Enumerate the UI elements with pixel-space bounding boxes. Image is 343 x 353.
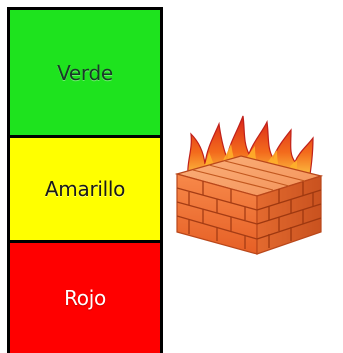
firewall-icon xyxy=(174,115,324,255)
front-mortar xyxy=(176,181,258,249)
level-yellow-label: Amarillo xyxy=(44,177,126,201)
level-yellow: Amarillo xyxy=(10,138,160,243)
side-mortar xyxy=(256,182,322,248)
level-red-label: Rojo xyxy=(64,286,106,310)
level-green: Verde xyxy=(10,10,160,138)
top-mortar xyxy=(192,160,306,191)
level-red: Rojo xyxy=(10,243,160,353)
alert-level-column: Verde Amarillo Rojo xyxy=(7,7,163,353)
level-green-label: Verde xyxy=(57,60,113,85)
